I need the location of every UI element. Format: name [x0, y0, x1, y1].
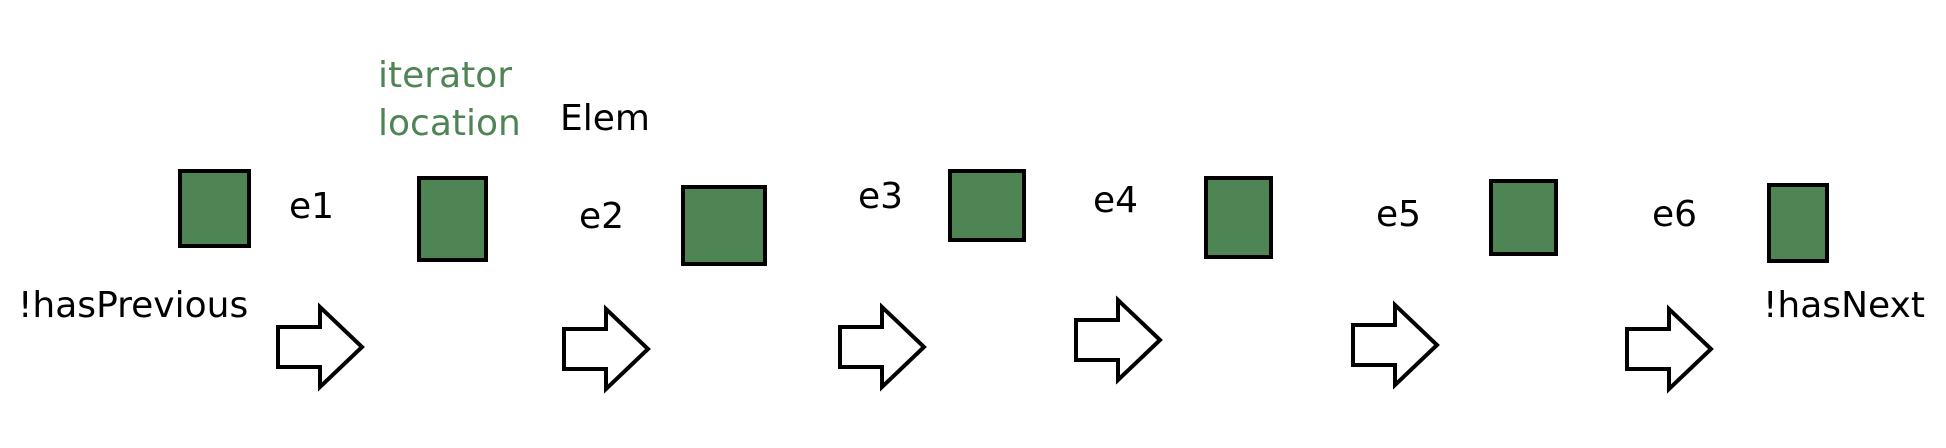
- gap-box-4: [948, 169, 1026, 242]
- arrow-right-icon-1: [276, 302, 365, 392]
- gap-box-7: [1767, 183, 1829, 263]
- has-next-label: !hasNext: [1763, 285, 1925, 326]
- iterator-location-label-line2: location: [378, 103, 521, 144]
- iterator-location-label-line1: iterator: [378, 55, 513, 96]
- gap-box-5: [1204, 176, 1273, 259]
- arrow-right-icon-3: [838, 302, 927, 392]
- element-label-e6: e6: [1652, 194, 1698, 235]
- element-label-e3: e3: [858, 176, 904, 217]
- element-label-e4: e4: [1093, 180, 1139, 221]
- arrow-right-icon-6: [1625, 304, 1714, 394]
- element-label-e2: e2: [579, 196, 625, 237]
- element-label-e1: e1: [289, 186, 335, 227]
- gap-box-6: [1489, 179, 1558, 256]
- has-previous-label: !hasPrevious: [18, 285, 249, 326]
- arrow-right-icon-5: [1351, 300, 1440, 390]
- element-label-e5: e5: [1376, 194, 1422, 235]
- elem-label: Elem: [560, 98, 650, 139]
- gap-box-3: [681, 185, 767, 266]
- gap-box-2: [417, 176, 488, 262]
- gap-box-1: [178, 169, 251, 248]
- arrow-right-icon-2: [562, 304, 651, 394]
- arrow-right-icon-4: [1074, 295, 1163, 385]
